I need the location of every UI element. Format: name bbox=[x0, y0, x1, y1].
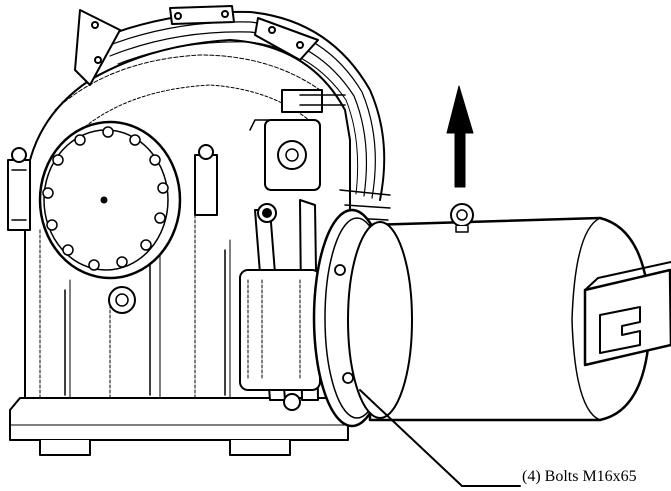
callout-leader bbox=[359, 389, 521, 487]
gearbox-end-cover bbox=[7, 120, 218, 314]
motor bbox=[347, 216, 652, 422]
lifting-eye-icon bbox=[450, 203, 474, 233]
brake-assembly bbox=[239, 89, 391, 411]
bolts-callout-label: (4) Bolts M16x65 bbox=[522, 468, 637, 485]
terminal-box bbox=[583, 261, 671, 367]
traction-sheave bbox=[74, 5, 386, 201]
up-arrow-icon bbox=[446, 85, 474, 188]
